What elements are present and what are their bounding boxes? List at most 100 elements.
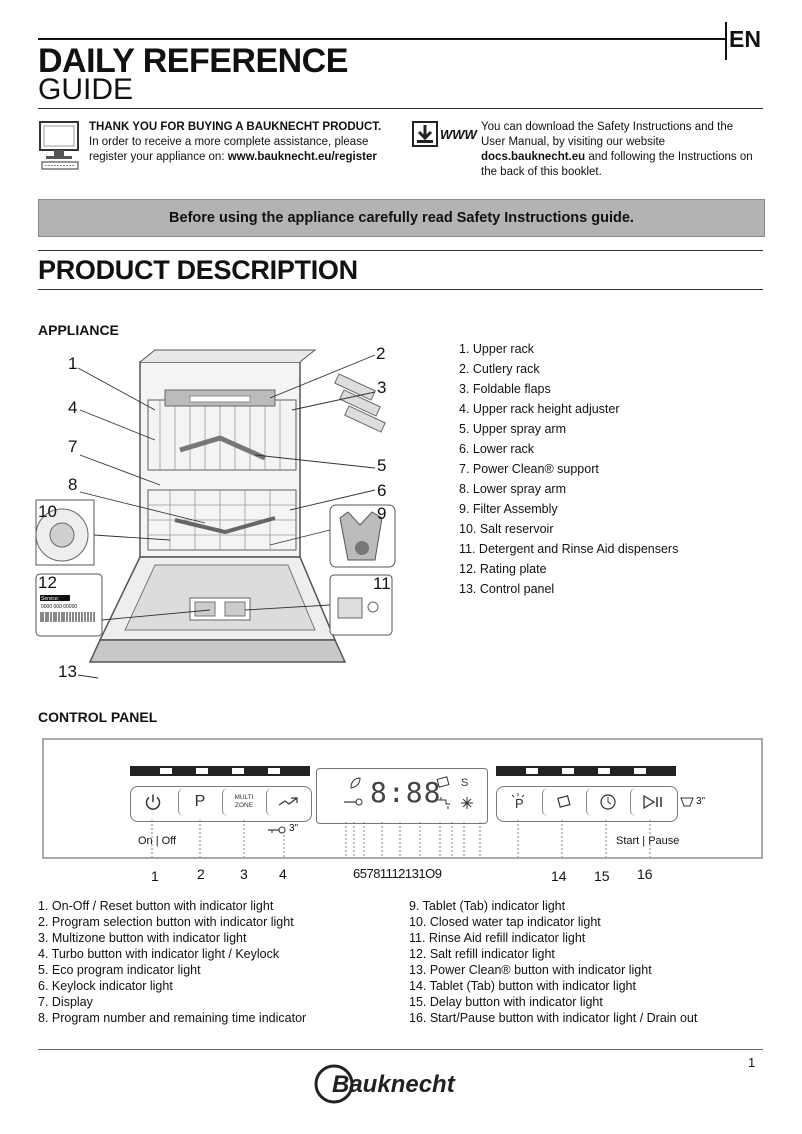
title-line1: DAILY REFERENCE	[38, 42, 348, 80]
list-item: 4. Upper rack height adjuster	[459, 402, 620, 416]
eco-icon	[350, 777, 361, 789]
list-item: 15. Delay button with indicator light	[409, 995, 603, 1009]
cp-number-4: 4	[279, 866, 287, 882]
multizone-label-1: MULTI	[234, 794, 254, 801]
delay-button[interactable]	[586, 788, 629, 816]
page-number: 1	[748, 1055, 756, 1070]
title-rule	[38, 108, 763, 109]
onoff-caption: On | Off	[138, 835, 177, 847]
section-rule-top	[38, 250, 763, 251]
list-item: 6. Lower rack	[459, 442, 535, 456]
register-link[interactable]: www.bauknecht.eu/register	[227, 151, 377, 163]
key-icon	[268, 826, 286, 834]
left-light-strip	[130, 766, 310, 776]
callout-5: 5	[377, 456, 387, 475]
startpause-caption: Start | Pause	[616, 835, 680, 847]
tablet-icon	[557, 795, 571, 808]
lang-divider	[725, 22, 727, 60]
right-button-group	[496, 786, 678, 822]
brand-logo: Bauknecht	[314, 1064, 456, 1104]
thanks-block: THANK YOU FOR BUYING A BAUKNECHT PRODUCT…	[89, 120, 399, 165]
download-icon	[412, 121, 438, 147]
callout-9: 9	[377, 504, 387, 523]
list-item: 5. Upper spray arm	[459, 422, 566, 436]
callout-3: 3	[377, 378, 387, 397]
onoff-button[interactable]	[132, 788, 174, 816]
thanks-text-2: register your appliance on:	[89, 151, 228, 163]
download-text-3: and following the Instructions on	[585, 151, 753, 163]
control-panel-list-right: 9. Tablet (Tab) indicator light 10. Clos…	[409, 898, 697, 1026]
keylock-icon	[344, 798, 363, 806]
dishwasher-illustration: Service: 0000 000 00000	[35, 349, 396, 679]
tablet-indicator-icon	[436, 776, 450, 788]
list-item: 7. Display	[38, 995, 93, 1009]
list-item: 1. On-Off / Reset button with indicator …	[38, 899, 274, 913]
svg-text:P: P	[515, 796, 524, 811]
water-tap-icon	[438, 797, 450, 809]
callout-2: 2	[376, 344, 386, 363]
safety-banner: Before using the appliance carefully rea…	[38, 199, 765, 237]
cp-number-15: 15	[594, 868, 610, 884]
section-rule-bottom	[38, 289, 763, 290]
cp-number-3: 3	[240, 866, 248, 882]
docs-link[interactable]: docs.bauknecht.eu	[481, 151, 586, 163]
list-item: 3. Multizone button with indicator light	[38, 931, 247, 945]
callout-7: 7	[68, 437, 78, 456]
title-line2: GUIDE	[38, 73, 134, 106]
turbo-caption: 3"	[289, 823, 299, 834]
list-item: 7. Power Clean® support	[459, 462, 599, 476]
brand-name: Bauknecht	[332, 1071, 456, 1098]
list-item: 13. Power Clean® button with indicator l…	[409, 963, 652, 977]
tablet-button[interactable]	[542, 788, 585, 816]
list-item: 1. Upper rack	[459, 342, 535, 356]
language-label: EN	[729, 26, 761, 52]
callout-8: 8	[68, 475, 78, 494]
www-label: WWW	[440, 127, 477, 142]
callout-13: 13	[58, 662, 77, 681]
thanks-heading: THANK YOU FOR BUYING A BAUKNECHT PRODUCT…	[89, 121, 382, 133]
control-panel-drawing: P MULTI ZONE On | Off 3" 8:88 S P 3" Sta…	[42, 738, 763, 859]
header-rule	[38, 38, 727, 40]
drain-caption: 3"	[696, 796, 706, 807]
panel-leader-lines	[151, 820, 651, 857]
clock-icon	[600, 794, 616, 810]
list-item: 14. Tablet (Tab) button with indicator l…	[409, 979, 636, 993]
list-item: 9. Filter Assembly	[459, 502, 558, 516]
callout-1: 1	[68, 354, 78, 373]
program-button[interactable]: P	[178, 788, 221, 816]
multizone-button[interactable]: MULTI ZONE	[222, 788, 265, 816]
computer-icon	[39, 121, 79, 170]
display	[316, 768, 488, 824]
cp-number-14: 14	[551, 868, 567, 884]
list-item: 8. Lower spray arm	[459, 482, 566, 496]
list-item: 10. Salt reservoir	[459, 522, 554, 536]
powerclean-button[interactable]: P	[498, 788, 540, 816]
list-item: 8. Program number and remaining time ind…	[38, 1011, 307, 1025]
play-pause-icon	[643, 794, 662, 810]
list-item: 5. Eco program indicator light	[38, 963, 201, 977]
multizone-label-2: ZONE	[234, 802, 254, 809]
list-item: 12. Rating plate	[459, 562, 547, 576]
cp-number-2: 2	[197, 866, 205, 882]
download-text-1: You can download the Safety Instructions…	[481, 121, 734, 133]
list-item: 11. Rinse Aid refill indicator light	[409, 931, 586, 945]
left-button-group	[130, 786, 312, 822]
list-item: 12. Salt refill indicator light	[409, 947, 555, 961]
download-text-4: the back of this booklet.	[481, 166, 602, 178]
list-item: 11. Detergent and Rinse Aid dispensers	[459, 542, 679, 556]
powerclean-icon: P	[511, 793, 525, 811]
program-glyph: P	[194, 793, 206, 810]
right-light-strip	[496, 766, 676, 776]
list-item: 6. Keylock indicator light	[38, 979, 173, 993]
section-title: PRODUCT DESCRIPTION	[38, 255, 358, 285]
callout-12: 12	[38, 573, 57, 592]
startpause-button[interactable]	[630, 788, 675, 816]
list-item: 13. Control panel	[459, 582, 555, 596]
list-item: 4. Turbo button with indicator light / K…	[38, 947, 280, 961]
list-item: 10. Closed water tap indicator light	[409, 915, 601, 929]
cp-number-1: 1	[151, 868, 159, 884]
turbo-icon	[278, 797, 298, 806]
drain-icon	[680, 797, 694, 807]
turbo-button[interactable]	[266, 788, 309, 816]
thanks-text-1: In order to receive a more complete assi…	[89, 136, 369, 148]
